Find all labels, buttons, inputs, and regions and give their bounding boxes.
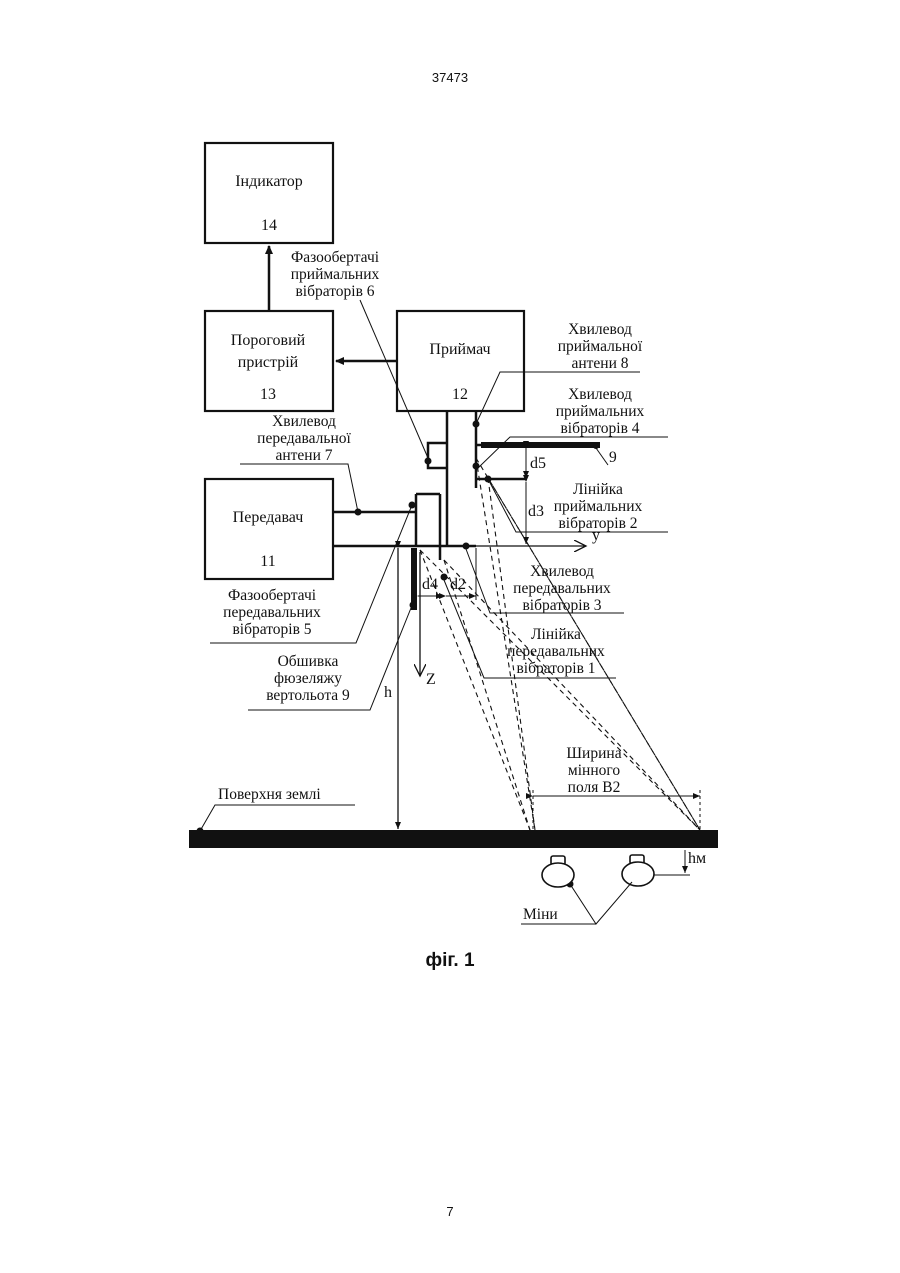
svg-text:Фазообертачі: Фазообертачі xyxy=(291,249,380,266)
receiver-block: Приймач 12 xyxy=(397,311,524,411)
svg-text:антени 7: антени 7 xyxy=(275,447,332,464)
minefield-width-dimension xyxy=(533,790,700,830)
svg-text:вібраторів 2: вібраторів 2 xyxy=(558,515,637,532)
mine-1-icon xyxy=(542,856,574,887)
indicator-block: Індикатор 14 xyxy=(205,143,333,243)
svg-text:приймальних: приймальних xyxy=(291,266,380,283)
svg-text:вібраторів 3: вібраторів 3 xyxy=(522,597,601,614)
svg-text:фюзеляжу: фюзеляжу xyxy=(274,670,342,687)
svg-text:Хвилевод: Хвилевод xyxy=(530,563,594,580)
threshold-device-block: Пороговий пристрій 13 xyxy=(205,311,333,411)
transmitter-block-number: 11 xyxy=(260,553,275,570)
indicator-block-name: Індикатор xyxy=(235,173,303,190)
svg-text:антени 8: антени 8 xyxy=(571,355,628,372)
label-ground-surface: Поверхня землі xyxy=(218,786,321,803)
dim-hm-label: hм xyxy=(688,850,706,867)
svg-text:вібраторів 5: вібраторів 5 xyxy=(232,621,311,638)
svg-text:вертольота 9: вертольота 9 xyxy=(266,687,350,704)
threshold-device-name-line1: Пороговий xyxy=(231,332,306,349)
svg-text:передавальних: передавальних xyxy=(507,643,605,660)
axis-z-label: Z xyxy=(426,671,436,688)
svg-text:передавальної: передавальної xyxy=(257,430,351,447)
receiver-block-number: 12 xyxy=(452,386,468,403)
label-minefield-width: Ширина мінного поля В2 xyxy=(566,745,621,796)
label-ref-9: 9 xyxy=(609,449,617,466)
svg-text:приймальної: приймальної xyxy=(558,338,643,355)
label-rx-antenna-waveguide: Хвилевод приймальної антени 8 xyxy=(558,321,643,372)
threshold-device-number: 13 xyxy=(260,386,276,403)
label-fuselage-skin: Обшивка фюзеляжу вертольота 9 xyxy=(266,653,350,704)
dim-d2-label: d2 xyxy=(450,576,466,593)
indicator-block-number: 14 xyxy=(261,217,277,234)
svg-text:поля В2: поля В2 xyxy=(568,779,621,796)
svg-text:мінного: мінного xyxy=(568,762,620,779)
dim-h-label: h xyxy=(384,684,392,701)
svg-text:приймальних: приймальних xyxy=(554,498,643,515)
label-tx-vibrators-line: Лінійка передавальних вібраторів 1 xyxy=(507,626,605,677)
threshold-device-name-line2: пристрій xyxy=(238,354,299,371)
figure-caption: фіг. 1 xyxy=(0,950,900,972)
dim-d3-label: d3 xyxy=(528,503,544,520)
svg-text:Фазообертачі: Фазообертачі xyxy=(228,587,317,604)
label-tx-antenna-waveguide: Хвилевод передавальної антени 7 xyxy=(257,413,351,464)
svg-text:приймальних: приймальних xyxy=(556,403,645,420)
label-rx-phase-shifters: Фазообертачі приймальних вібраторів 6 xyxy=(291,249,380,300)
page-number: 7 xyxy=(0,1204,900,1219)
svg-text:Обшивка: Обшивка xyxy=(278,653,339,670)
transmitter-block: Передавач 11 xyxy=(205,479,333,579)
svg-text:передавальних: передавальних xyxy=(513,580,611,597)
svg-text:передавальних: передавальних xyxy=(223,604,321,621)
dim-d4-label: d4 xyxy=(422,576,438,593)
svg-text:вібраторів 4: вібраторів 4 xyxy=(560,420,639,437)
svg-text:Хвилевод: Хвилевод xyxy=(568,386,632,403)
label-rx-vibrators-waveguide: Хвилевод приймальних вібраторів 4 xyxy=(556,386,645,437)
svg-text:вібраторів 1: вібраторів 1 xyxy=(516,660,595,677)
dim-d5-label: d5 xyxy=(530,455,546,472)
svg-text:вібраторів 6: вібраторів 6 xyxy=(295,283,374,300)
svg-text:Лінійка: Лінійка xyxy=(573,481,623,498)
transmitter-block-name: Передавач xyxy=(233,509,304,526)
label-tx-vibrators-waveguide: Хвилевод передавальних вібраторів 3 xyxy=(513,563,611,614)
label-rx-vibrators-line: Лінійка приймальних вібраторів 2 xyxy=(554,481,643,532)
mine-2-icon xyxy=(622,855,654,886)
svg-text:Хвилевод: Хвилевод xyxy=(568,321,632,338)
svg-text:Лінійка: Лінійка xyxy=(531,626,581,643)
label-mines: Міни xyxy=(523,906,558,923)
svg-text:Ширина: Ширина xyxy=(566,745,621,762)
label-tx-phase-shifters: Фазообертачі передавальних вібраторів 5 xyxy=(223,587,321,638)
ground-surface-bar xyxy=(189,830,718,848)
svg-text:Хвилевод: Хвилевод xyxy=(272,413,336,430)
receiver-block-name: Приймач xyxy=(429,341,490,358)
